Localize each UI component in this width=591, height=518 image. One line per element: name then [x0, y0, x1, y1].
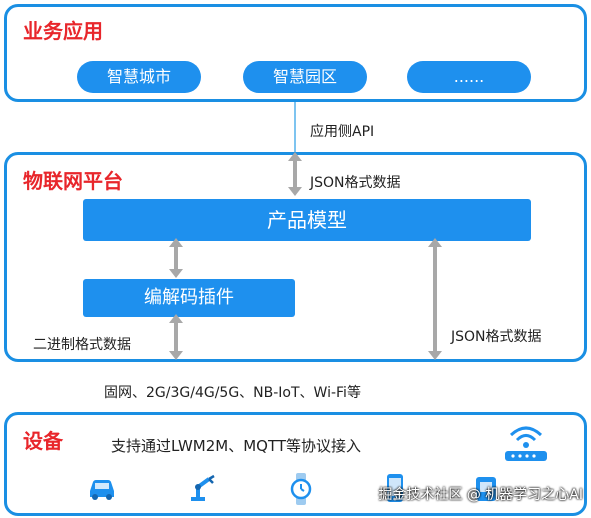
json-top-label: JSON格式数据 — [310, 175, 401, 191]
json-right-label: JSON格式数据 — [451, 329, 542, 345]
app-layer-section: 业务应用 智慧城市 智慧园区 ...... — [4, 4, 587, 102]
car-icon — [90, 480, 114, 500]
app-pill-smart-park: 智慧园区 — [243, 61, 367, 93]
phone-icon — [387, 474, 403, 502]
device-subtitle: 支持通过LWM2M、MQTT等协议接入 — [111, 437, 362, 455]
api-label: 应用侧API — [310, 124, 375, 140]
robot-arm-icon — [191, 474, 215, 501]
device-title: 设备 — [23, 429, 63, 453]
codec-device-double-arrow — [169, 314, 183, 360]
product-model-block: 产品模型 — [83, 199, 531, 241]
api-double-arrow — [288, 152, 302, 196]
api-connector-line — [294, 102, 296, 154]
model-device-double-arrow — [428, 238, 442, 360]
binary-data-label: 二进制格式数据 — [33, 337, 131, 353]
app-layer-title: 业务应用 — [23, 19, 103, 43]
router-icon — [505, 426, 547, 461]
watch-icon — [290, 473, 312, 505]
tag-icon — [476, 477, 496, 501]
app-pill-more: ...... — [407, 61, 531, 93]
platform-title: 物联网平台 — [23, 169, 123, 193]
network-label: 固网、2G/3G/4G/5G、NB-IoT、Wi-Fi等 — [104, 385, 361, 401]
watermark: 掘金技术社区 @ 机器学习之心AI — [378, 487, 583, 503]
app-pill-smart-city: 智慧城市 — [77, 61, 201, 93]
device-section: 设备 支持通过LWM2M、MQTT等协议接入 — [4, 412, 587, 516]
codec-plugin-block: 编解码插件 — [83, 279, 295, 317]
model-codec-double-arrow — [169, 238, 183, 278]
